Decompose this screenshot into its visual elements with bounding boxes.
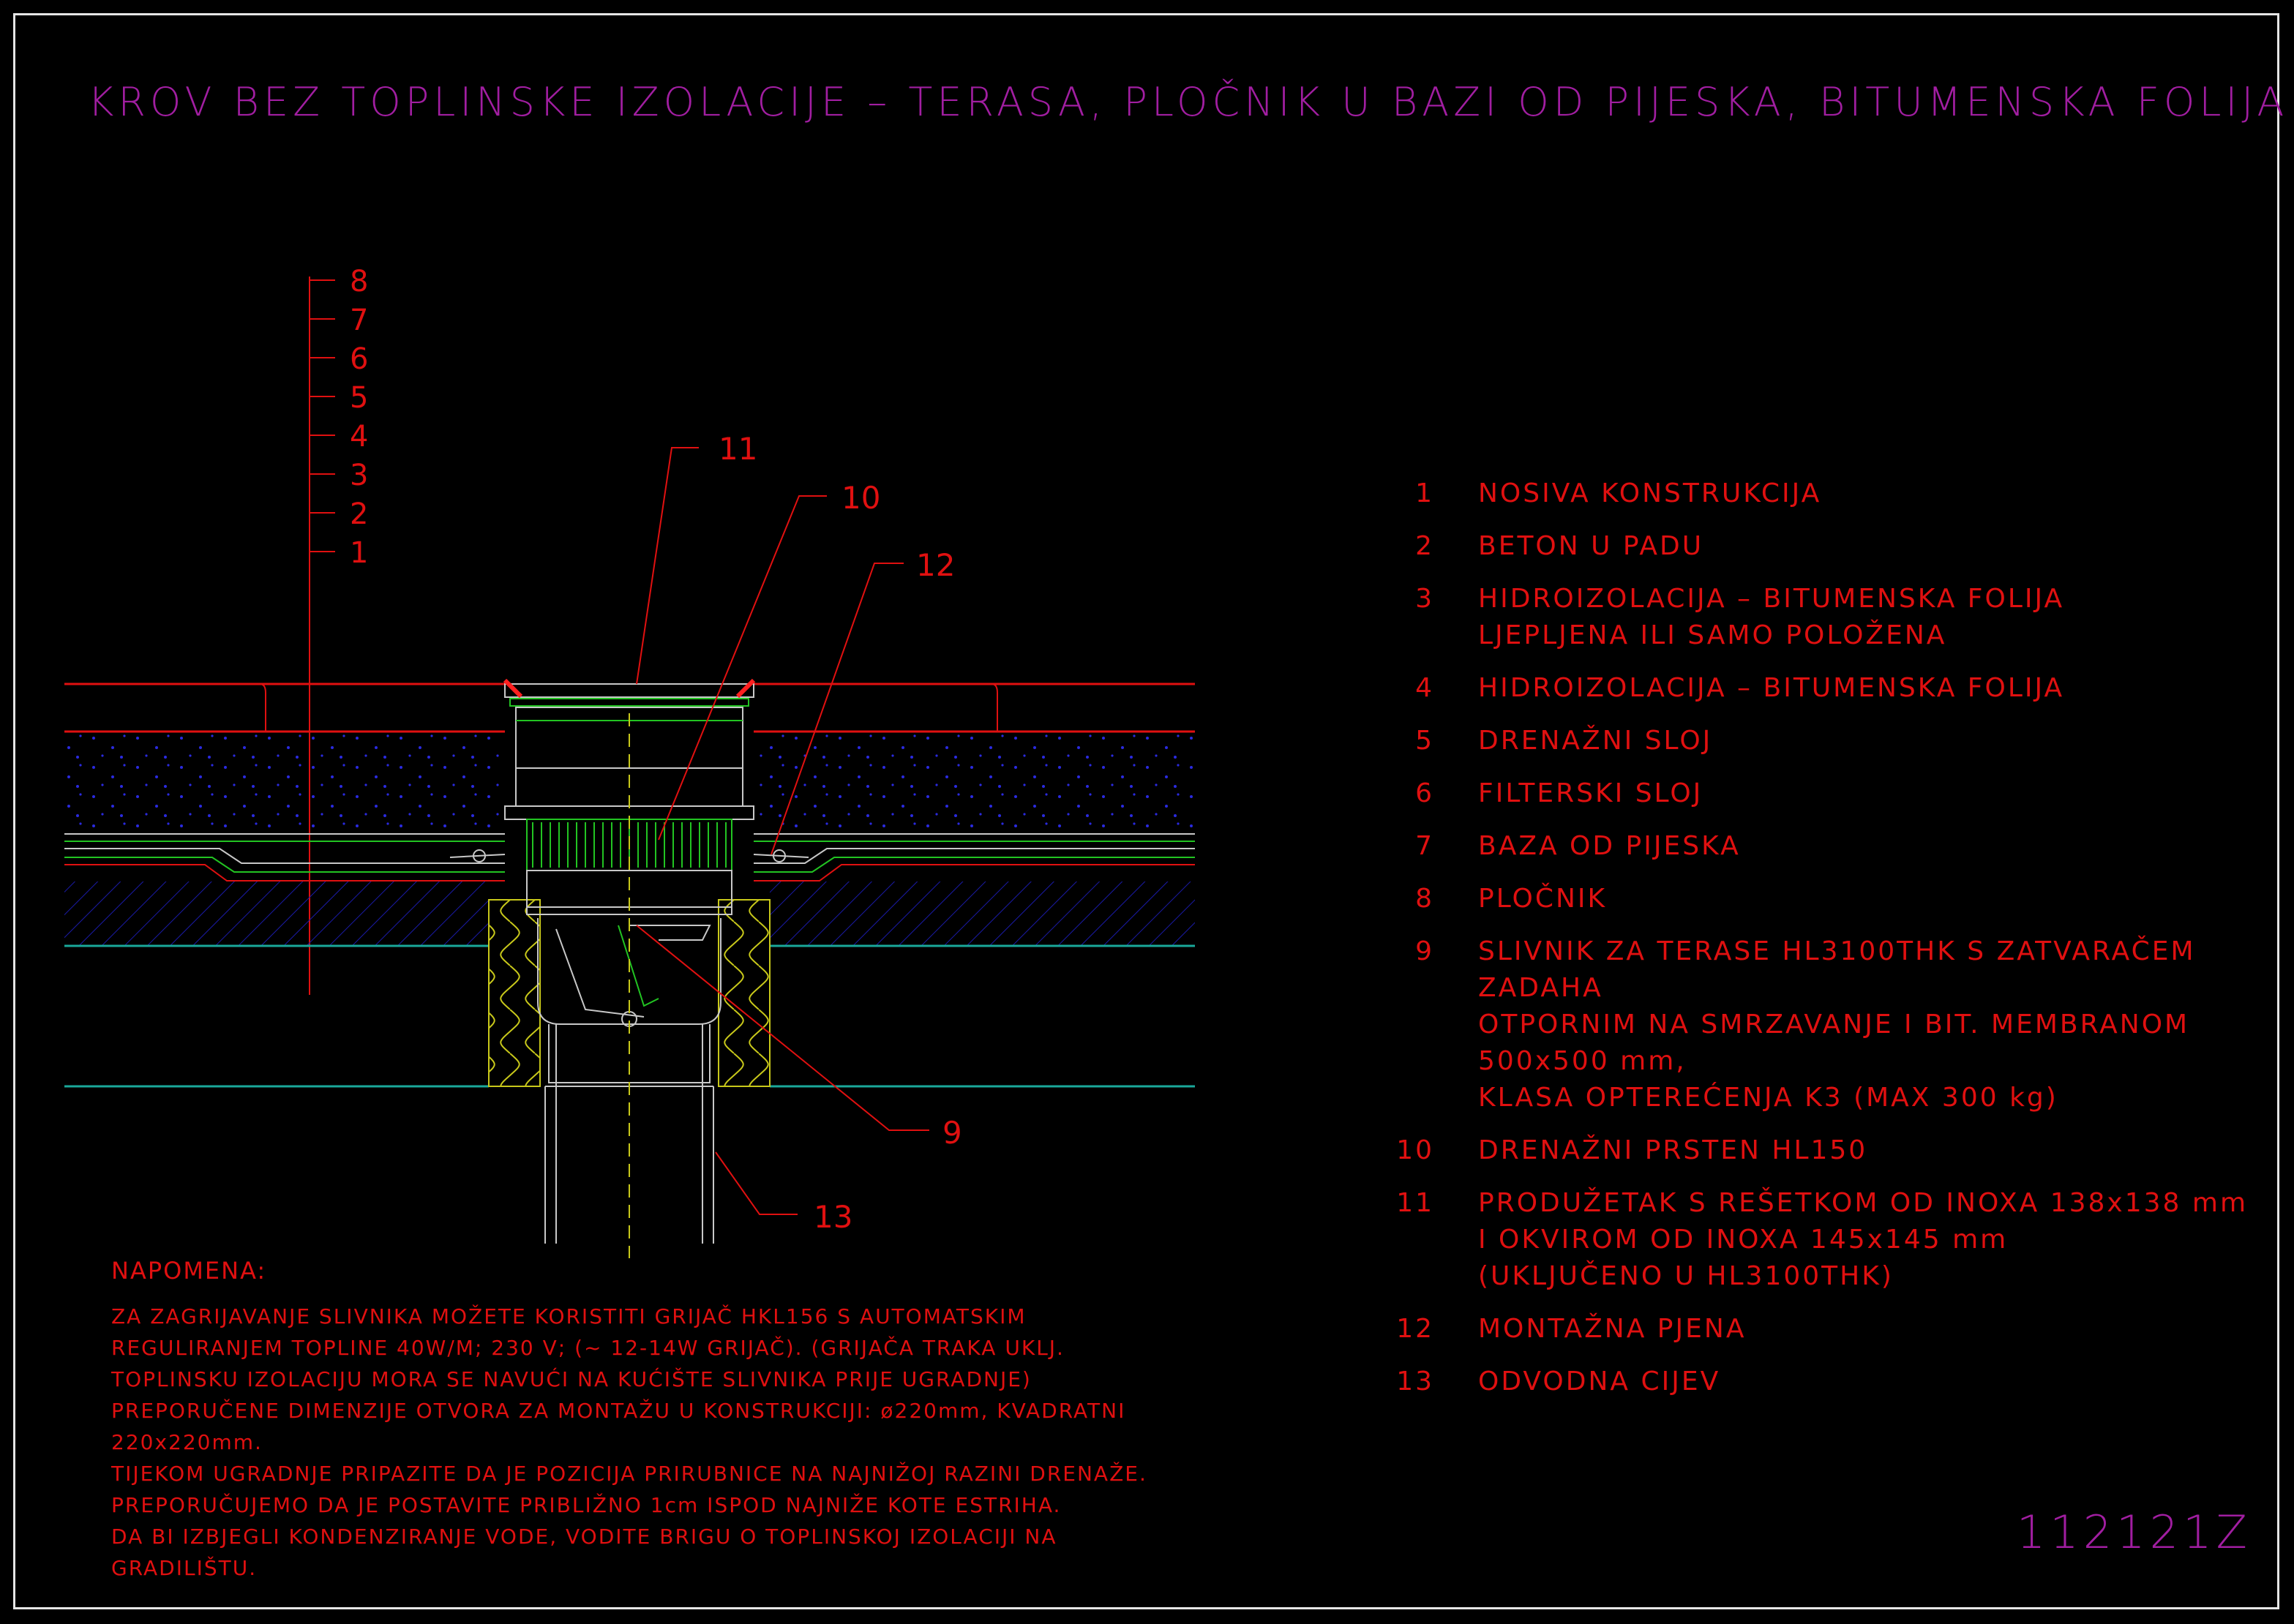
legend-number: 13 bbox=[1396, 1367, 1434, 1396]
legend-item: 5 DRENAŽNI SLOJ bbox=[1354, 723, 2294, 759]
concrete-slope-layer-right bbox=[770, 881, 1195, 946]
legend-item: 7 BAZA OD PIJESKA bbox=[1354, 828, 2294, 865]
note-line: PREPORUČUJEMO DA JE POSTAVITE PRIBLIŽNO … bbox=[111, 1493, 1062, 1517]
insulation-right bbox=[718, 899, 771, 1087]
note-line: TIJEKOM UGRADNJE PRIPAZITE DA JE POZICIJ… bbox=[111, 1462, 1147, 1486]
legend-text: (UKLJUČENO U HL3100THK) bbox=[1478, 1261, 1894, 1291]
scale-label: 3 bbox=[350, 459, 368, 492]
legend-text: BAZA OD PIJESKA bbox=[1478, 831, 1741, 861]
layer-scale: 8 7 6 5 4 3 2 1 bbox=[309, 265, 368, 995]
legend-number: 11 bbox=[1396, 1188, 1434, 1218]
legend-text: PRODUŽETAK S REŠETKOM OD INOXA 138x138 m… bbox=[1478, 1188, 2249, 1218]
legend-number: 2 bbox=[1415, 531, 1434, 561]
terrace-drain bbox=[449, 678, 809, 1244]
legend-number: 10 bbox=[1396, 1135, 1434, 1165]
note-line: REGULIRANJEM TOPLINE 40W/M; 230 V; (~ 12… bbox=[111, 1336, 1065, 1360]
notes-lines: ZA ZAGRIJAVANJE SLIVNIKA MOŽETE KORISTIT… bbox=[111, 1301, 1147, 1584]
legend-text: ODVODNA CIJEV bbox=[1478, 1367, 1721, 1396]
concrete-slope-layer bbox=[64, 881, 489, 946]
note-line: TOPLINSKU IZOLACIJU MORA SE NAVUĆI NA KU… bbox=[111, 1367, 1032, 1391]
scale-label: 2 bbox=[350, 497, 368, 531]
legend-text: NOSIVA KONSTRUKCIJA bbox=[1478, 478, 1822, 508]
legend-text: DRENAŽNI PRSTEN HL150 bbox=[1478, 1135, 1868, 1165]
note-line: PREPORUČENE DIMENZIJE OTVORA ZA MONTAŽU … bbox=[111, 1399, 1126, 1423]
legend-number: 7 bbox=[1415, 831, 1434, 861]
membrane-layers bbox=[64, 833, 1195, 881]
legend-item: 6 FILTERSKI SLOJ bbox=[1354, 775, 2294, 812]
sand-base-layer bbox=[64, 732, 505, 834]
callout-10: 10 bbox=[841, 480, 880, 516]
legend-text: PLOČNIK bbox=[1478, 884, 1608, 914]
legend-text: SLIVNIK ZA TERASE HL3100THK S ZATVARAČEM… bbox=[1478, 936, 2196, 1003]
legend-text: I OKVIROM OD INOXA 145x145 mm bbox=[1478, 1225, 2009, 1255]
legend-item: 1 NOSIVA KONSTRUKCIJA bbox=[1354, 475, 2294, 512]
legend-item: 10 DRENAŽNI PRSTEN HL150 bbox=[1354, 1132, 2294, 1169]
legend-item: 13 ODVODNA CIJEV bbox=[1354, 1364, 2294, 1400]
legend-text: KLASA OPTEREĆENJA K3 (MAX 300 kg) bbox=[1478, 1083, 2058, 1113]
notes-title: NAPOMENA: bbox=[111, 1257, 267, 1285]
legend-text: BETON U PADU bbox=[1478, 531, 1704, 561]
legend-item: 11 PRODUŽETAK S REŠETKOM OD INOXA 138x138… bbox=[1354, 1185, 2294, 1295]
scale-label: 5 bbox=[350, 381, 368, 415]
legend-number: 12 bbox=[1396, 1314, 1434, 1344]
callout-leaders bbox=[636, 447, 929, 1215]
note-line: DA BI IZBJEGLI KONDENZIRANJE VODE, VODIT… bbox=[111, 1525, 1057, 1549]
legend-number: 5 bbox=[1415, 726, 1434, 756]
note-line: ZA ZAGRIJAVANJE SLIVNIKA MOŽETE KORISTIT… bbox=[111, 1304, 1027, 1328]
legend-number: 4 bbox=[1415, 673, 1434, 703]
legend-text: HIDROIZOLACIJA – BITUMENSKA FOLIJA bbox=[1478, 584, 2065, 614]
legend-item: 3 HIDROIZOLACIJA – BITUMENSKA FOLIJA LJEPL… bbox=[1354, 581, 2294, 654]
drawing-title: KROV BEZ TOPLINSKE IZOLACIJE – TERASA, P… bbox=[88, 79, 2289, 125]
legend-text: DRENAŽNI SLOJ bbox=[1478, 726, 1713, 756]
callout-9: 9 bbox=[942, 1115, 962, 1151]
callout-12: 12 bbox=[916, 547, 955, 583]
scale-label: 6 bbox=[350, 342, 368, 376]
legend-number: 6 bbox=[1415, 778, 1434, 808]
legend-item: 2 BETON U PADU bbox=[1354, 528, 2294, 565]
note-line: 220x220mm. bbox=[111, 1430, 263, 1454]
legend-text: HIDROIZOLACIJA – BITUMENSKA FOLIJA bbox=[1478, 673, 2065, 703]
legend-text: OTPORNIM NA SMRZAVANJE I BIT. MEMBRANOM … bbox=[1478, 1010, 2190, 1076]
legend-number: 9 bbox=[1415, 936, 1434, 966]
callout-13: 13 bbox=[814, 1199, 852, 1235]
drawing-frame bbox=[13, 13, 2279, 1609]
callout-11: 11 bbox=[719, 431, 757, 467]
insulation-left bbox=[488, 899, 541, 1087]
legend-number: 1 bbox=[1415, 478, 1434, 508]
scale-label: 7 bbox=[350, 304, 368, 337]
legend-text: MONTAŽNA PJENA bbox=[1478, 1314, 1747, 1344]
legend-number: 3 bbox=[1415, 584, 1434, 614]
legend-item: 12 MONTAŽNA PJENA bbox=[1354, 1311, 2294, 1347]
legend-text: FILTERSKI SLOJ bbox=[1478, 778, 1703, 808]
legend-item: 9 SLIVNIK ZA TERASE HL3100THK S ZATVARAČE… bbox=[1354, 933, 2294, 1116]
note-line: GRADILIŠTU. bbox=[111, 1556, 258, 1580]
legend-item: 8 PLOČNIK bbox=[1354, 881, 2294, 917]
notes-block: NAPOMENA: ZA ZAGRIJAVANJE SLIVNIKA MOŽET… bbox=[111, 1257, 1147, 1584]
sand-base-layer-right bbox=[754, 732, 1195, 834]
legend-text: LJEPLJENA ILI SAMO POLOŽENA bbox=[1478, 620, 1947, 650]
drawing-code: 112121Z bbox=[2016, 1505, 2252, 1559]
scale-label: 8 bbox=[350, 265, 368, 298]
scale-label: 1 bbox=[350, 536, 368, 570]
legend-number: 8 bbox=[1415, 884, 1434, 914]
legend-item: 4 HIDROIZOLACIJA – BITUMENSKA FOLIJA bbox=[1354, 670, 2294, 707]
scale-label: 4 bbox=[350, 420, 368, 454]
